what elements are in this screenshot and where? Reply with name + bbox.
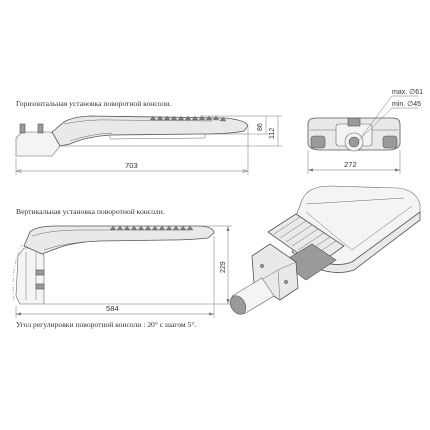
console-bracket-vertical [15,247,45,305]
iso-screw [260,264,264,268]
side-view-vertical [12,225,215,305]
isometric-view [229,185,421,315]
iso-pole-tube-end [229,295,247,315]
label-height-86: 86 [257,123,264,131]
caption-adjustment-angle: Угол регулировки поворотной консоли : 20… [16,320,196,329]
front-top-clamp [347,117,361,127]
iso-heatsink-fins [273,216,337,259]
console-bolt [35,283,45,290]
caption-vertical-mounting: Вертикальная установка поворотной консол… [16,207,165,216]
label-height-112: 112 [269,128,276,139]
dimension-length-horizontal: 703 [15,128,249,175]
console-bolt [37,123,44,134]
front-side-pad-right [382,135,398,149]
side-view-horizontal [15,115,249,157]
dimension-height-vertical: 229 [44,225,232,305]
label-length-703: 703 [125,161,138,170]
label-width-272: 272 [344,160,357,169]
console-bracket-horizontal [15,131,61,157]
console-bolt [19,123,26,134]
luminaire-housing-side-vertical [23,225,215,255]
label-min-diameter: min. ∅45 [392,101,421,108]
heatsink-fins-side [149,115,227,122]
dimension-heights-horizontal: 86 112 [60,115,282,147]
label-max-diameter: max. ∅61 [392,89,423,96]
heatsink-fins-side-vertical [109,225,194,231]
rotation-arc [12,243,23,301]
front-side-pad-left [310,135,326,149]
pole-socket-inner [348,136,360,148]
dimension-width: 272 [307,150,401,174]
label-height-229: 229 [220,261,227,273]
front-view: max. ∅61 min. ∅45 [307,89,423,152]
iso-screw [284,280,288,284]
caption-horizontal-mounting: Горизонтальная установка поворотной конс… [16,99,171,108]
label-length-584: 584 [106,304,119,313]
console-bolt [35,269,45,276]
luminaire-housing-side [51,115,249,147]
dimension-length-vertical: 584 [15,236,215,318]
